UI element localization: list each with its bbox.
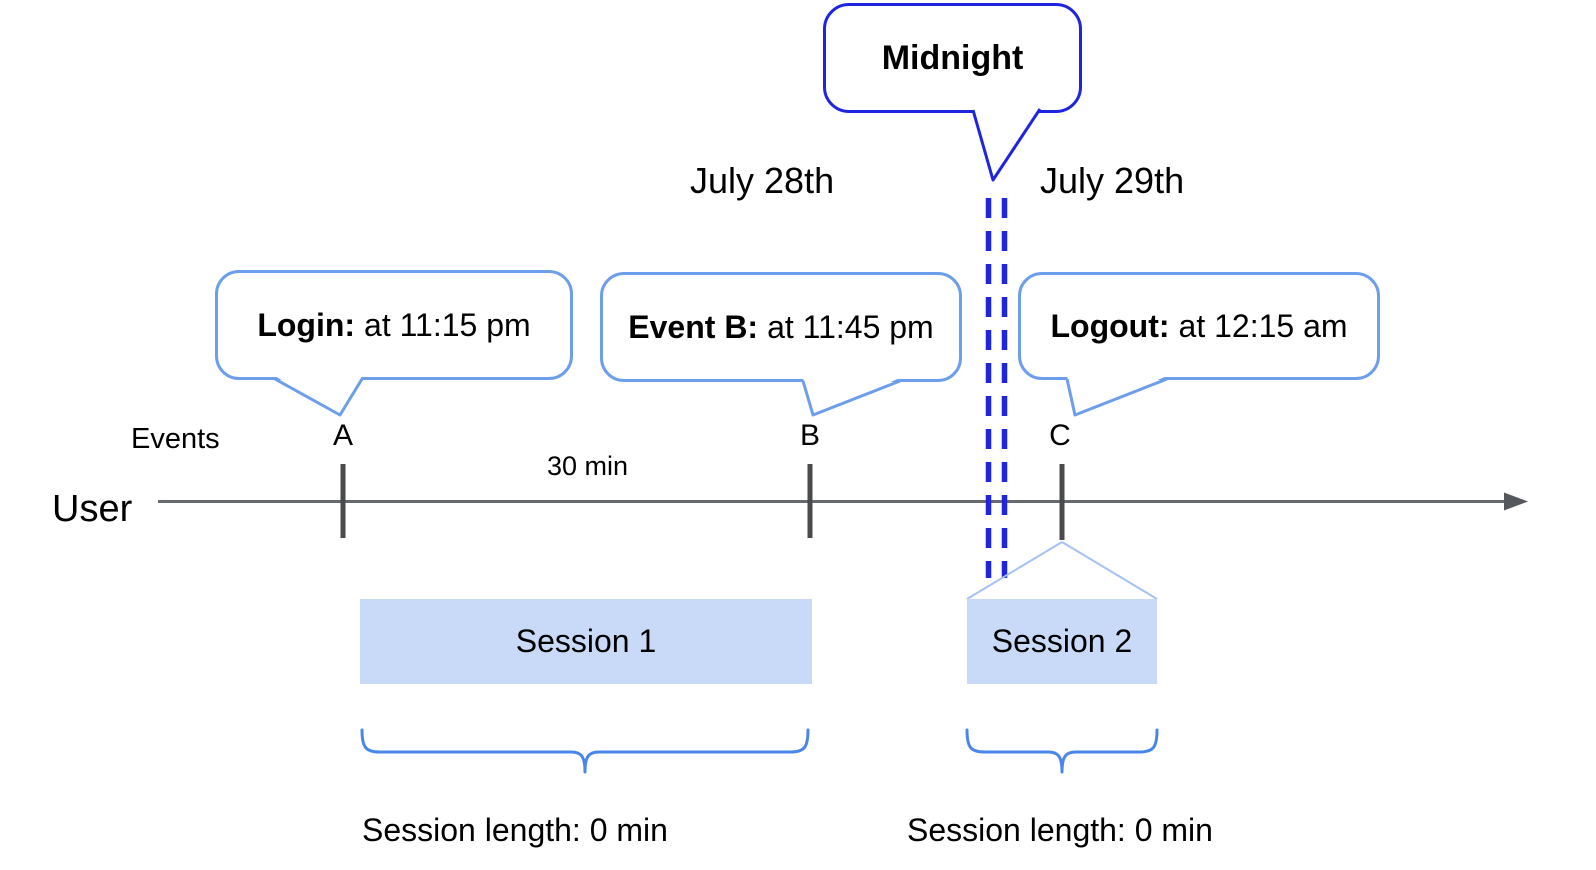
logout-callout-tail: [1065, 376, 1168, 417]
session2-connector-lines: [966, 541, 1158, 600]
timeline-axis-arrow: [158, 492, 1528, 511]
event-b-callout-tail: [801, 378, 901, 417]
session2-length-label: Session length: 0 min: [907, 812, 1213, 848]
logout-callout-time: at 12:15 am: [1178, 307, 1348, 344]
events-axis-label: Events: [131, 423, 220, 455]
login-callout-tail: [274, 376, 364, 417]
session2-box-label: Session 2: [991, 623, 1133, 659]
event-b-callout-label: Event B:: [628, 308, 759, 345]
logout-callout-label: Logout:: [1050, 307, 1170, 344]
date-label-july-28: July 28th: [690, 160, 835, 201]
login-callout: Login: at 11:15 pm: [215, 270, 573, 380]
midnight-callout-text: Midnight: [881, 38, 1024, 77]
event-b-callout: Event B: at 11:45 pm: [600, 272, 962, 382]
login-callout-time: at 11:15 pm: [364, 306, 531, 343]
midnight-callout-tail: [971, 108, 1042, 182]
login-callout-label: Login:: [257, 306, 356, 343]
user-axis-label: User: [52, 488, 133, 530]
date-label-july-29: July 29th: [1040, 160, 1185, 201]
session2-box: Session 2: [967, 599, 1157, 684]
session1-length-label: Session length: 0 min: [362, 812, 668, 848]
midnight-callout: Midnight: [823, 3, 1082, 113]
session1-box-label: Session 1: [515, 623, 657, 659]
session1-box: Session 1: [360, 599, 812, 684]
session2-brace: [965, 728, 1159, 774]
logout-callout: Logout: at 12:15 am: [1018, 272, 1380, 380]
event-marker-a: A: [332, 419, 354, 452]
event-marker-b: B: [799, 419, 821, 452]
event-b-callout-time: at 11:45 pm: [767, 308, 934, 345]
session1-brace: [360, 728, 810, 774]
event-marker-c: C: [1049, 419, 1071, 452]
interval-label-30-min: 30 min: [547, 451, 629, 481]
